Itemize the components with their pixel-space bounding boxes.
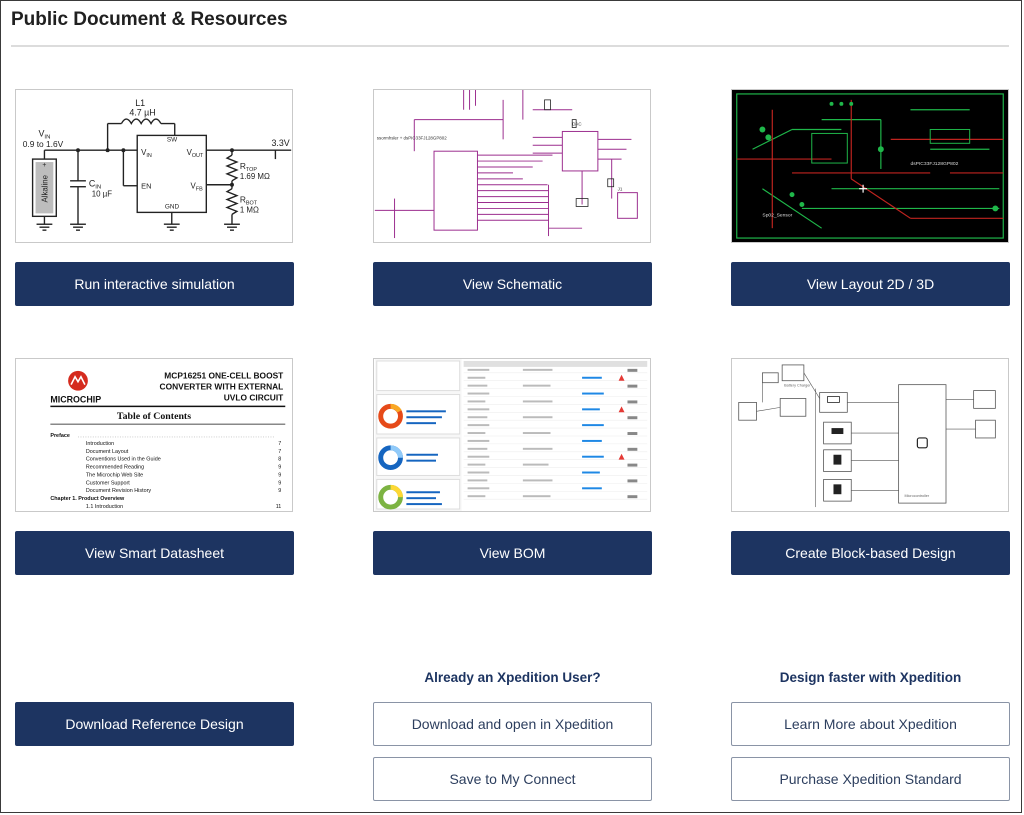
vout-value: 3.3V [271,138,289,148]
bom-preview [374,359,648,511]
toc-heading: Table of Contents [117,411,191,422]
datasheet-thumbnail[interactable]: MICROCHIP MCP16251 ONE-CELL BOOST CONVER… [15,358,293,512]
svg-text:1.1 Introduction: 1.1 Introduction [86,504,123,510]
svg-text:Document Layout: Document Layout [86,449,129,455]
svg-text:The Microchip Web Site: The Microchip Web Site [86,472,143,478]
download-reference-design-button[interactable]: Download Reference Design [15,702,294,746]
svg-text:11: 11 [276,504,282,510]
svg-text:VFB: VFB [191,182,204,193]
page-title: Public Document & Resources [11,9,288,30]
design-faster-heading: Design faster with Xpedition [779,670,962,685]
brand-name: MICROCHIP [50,394,101,404]
view-layout-button[interactable]: View Layout 2D / 3D [731,262,1010,306]
learn-more-xpedition-button[interactable]: Learn More about Xpedition [731,702,1010,746]
svg-text:9: 9 [278,488,281,494]
svg-text:CONVERTER WITH EXTERNAL: CONVERTER WITH EXTERNAL [160,382,284,392]
svg-text:ssormhsler + dsPIC33FJ128GP802: ssormhsler + dsPIC33FJ128GP802 [377,135,447,140]
svg-text:VOUT: VOUT [187,148,204,159]
boost-circuit-diagram: + Alkaline L1 4.7 µH VIN 0.9 to 1.6V 3.3… [23,98,292,231]
svg-text:+: + [42,162,46,169]
svg-text:Customer Support: Customer Support [86,480,130,486]
svg-text:RBOT: RBOT [240,195,258,207]
svg-text:10 µF: 10 µF [92,190,112,199]
download-open-xpedition-button[interactable]: Download and open in Xpedition [373,702,652,746]
svg-text:Recommended Reading: Recommended Reading [86,465,144,471]
svg-text:Introduction: Introduction [86,441,114,447]
svg-text:Document Revision History: Document Revision History [86,488,151,494]
battery-label: Alkaline [40,174,49,202]
view-schematic-button[interactable]: View Schematic [373,262,652,306]
svg-text:GND: GND [165,203,180,210]
svg-text:Chapter 1. Product Overview: Chapter 1. Product Overview [50,496,125,502]
svg-text:dsPIC33FJ128GP802: dsPIC33FJ128GP802 [910,161,958,167]
svg-text:UVLO CIRCUIT: UVLO CIRCUIT [224,392,284,402]
svg-text:Sp02_Sensor: Sp02_Sensor [762,212,792,218]
svg-text:MCP16251 ONE-CELL BOOST: MCP16251 ONE-CELL BOOST [164,371,284,381]
view-datasheet-button[interactable]: View Smart Datasheet [15,531,294,575]
svg-text:Battery Charger: Battery Charger [784,384,811,388]
already-user-heading: Already an Xpedition User? [424,670,601,685]
inductor-label: L1 [135,98,145,108]
svg-text:9: 9 [278,472,281,478]
svg-text:1.69 MΩ: 1.69 MΩ [240,172,270,181]
svg-text:SW: SW [167,136,178,143]
datasheet-preview: MICROCHIP MCP16251 ONE-CELL BOOST CONVER… [50,371,286,510]
create-block-design-button[interactable]: Create Block-based Design [731,531,1010,575]
svg-text:7: 7 [278,449,281,455]
bom-thumbnail[interactable] [373,358,651,512]
pcb-layout-preview: dsPIC33FJ128GP802 Sp02_Sensor [732,90,1008,242]
svg-text:9: 9 [278,465,281,471]
title-divider [11,45,1009,47]
block-design-thumbnail[interactable]: Battery Charger Microcontroller [731,358,1009,512]
svg-text:CIN: CIN [89,179,101,191]
svg-text:Microcontroller: Microcontroller [905,494,930,498]
svg-text:VIN: VIN [39,128,51,140]
simulation-thumbnail[interactable]: + Alkaline L1 4.7 µH VIN 0.9 to 1.6V 3.3… [15,89,293,243]
schematic-preview: ssormhsler + dsPIC33FJ128GP802 DAC J1 [374,90,638,239]
save-to-my-connect-button[interactable]: Save to My Connect [373,757,652,801]
svg-text:9: 9 [278,480,281,486]
svg-text:8: 8 [278,457,281,463]
block-diagram-preview: Battery Charger Microcontroller [738,364,996,508]
inductor-value: 4.7 µH [129,108,155,118]
svg-text:7: 7 [278,441,281,447]
layout-thumbnail[interactable]: dsPIC33FJ128GP802 Sp02_Sensor [731,89,1009,243]
schematic-thumbnail[interactable]: ssormhsler + dsPIC33FJ128GP802 DAC J1 [373,89,651,243]
vin-range: 0.9 to 1.6V [23,139,64,149]
svg-text:Conventions Used in the Guide: Conventions Used in the Guide [86,457,161,463]
svg-text:1 MΩ: 1 MΩ [240,205,259,214]
svg-text:Preface: Preface [50,433,70,439]
svg-text:J1: J1 [618,187,623,192]
svg-text:RTOP: RTOP [240,161,257,173]
purchase-xpedition-button[interactable]: Purchase Xpedition Standard [731,757,1010,801]
view-bom-button[interactable]: View BOM [373,531,652,575]
svg-text:EN: EN [141,182,151,191]
run-simulation-button[interactable]: Run interactive simulation [15,262,294,306]
svg-text:VIN: VIN [141,148,152,159]
svg-text:DAC: DAC [572,122,582,127]
